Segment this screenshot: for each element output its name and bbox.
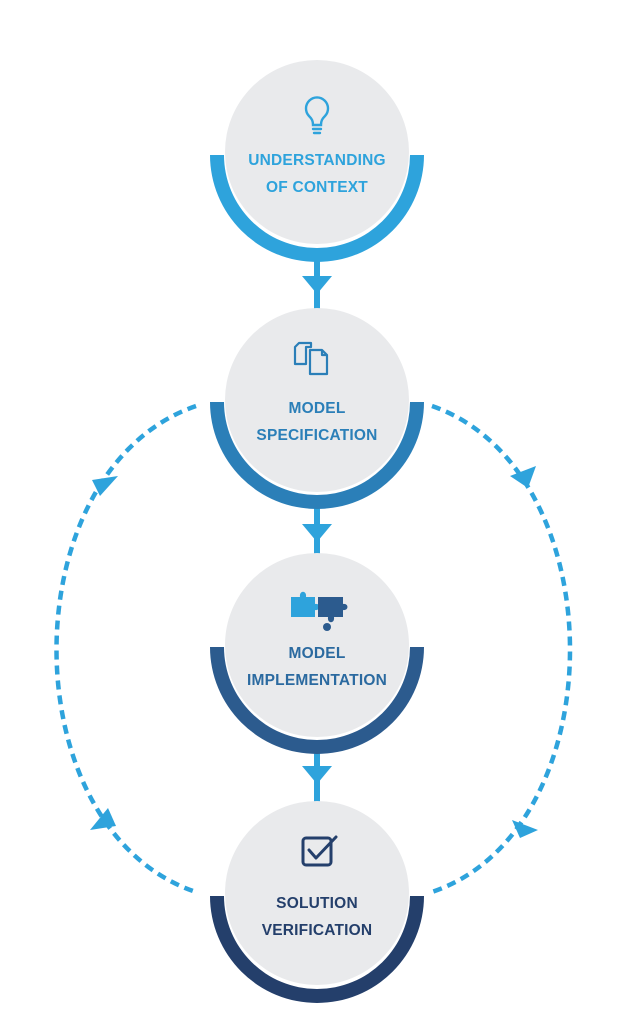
node-ring <box>210 155 424 262</box>
node-understanding-of-context: UNDERSTANDING OF CONTEXT <box>210 60 424 262</box>
connector-3-4 <box>302 744 332 802</box>
node-label-line2: VERIFICATION <box>262 922 373 939</box>
node-ring <box>210 402 424 509</box>
node-solution-verification: SOLUTION VERIFICATION <box>210 801 424 1003</box>
right-loop-arrow-path <box>431 403 573 895</box>
connector-1-2 <box>302 252 332 310</box>
left-loop-upper-arrowhead <box>92 476 118 496</box>
node-label-line1: MODEL <box>289 645 346 662</box>
node-label-line1: UNDERSTANDING <box>248 152 386 169</box>
right-loop-upper-arrowhead <box>510 466 536 488</box>
node-label-line1: MODEL <box>289 400 346 417</box>
puzzle-icon <box>291 591 348 631</box>
checkbox-icon <box>301 835 338 867</box>
node-ring <box>210 647 424 754</box>
left-loop-arrow-path <box>54 403 197 895</box>
documents-icon <box>293 341 329 376</box>
left-loop-lower-arrowhead <box>90 808 116 830</box>
lightbulb-icon <box>304 96 330 135</box>
node-ring <box>210 896 424 1003</box>
node-label-line1: SOLUTION <box>276 895 358 912</box>
node-model-implementation: MODEL IMPLEMENTATION <box>210 553 424 754</box>
node-label-line2: OF CONTEXT <box>266 179 368 196</box>
right-loop-lower-arrowhead <box>512 820 538 838</box>
node-label-line2: IMPLEMENTATION <box>247 672 387 689</box>
node-label-line2: SPECIFICATION <box>256 427 377 444</box>
node-model-specification: MODEL SPECIFICATION <box>210 308 424 509</box>
connector-2-3 <box>302 498 332 556</box>
